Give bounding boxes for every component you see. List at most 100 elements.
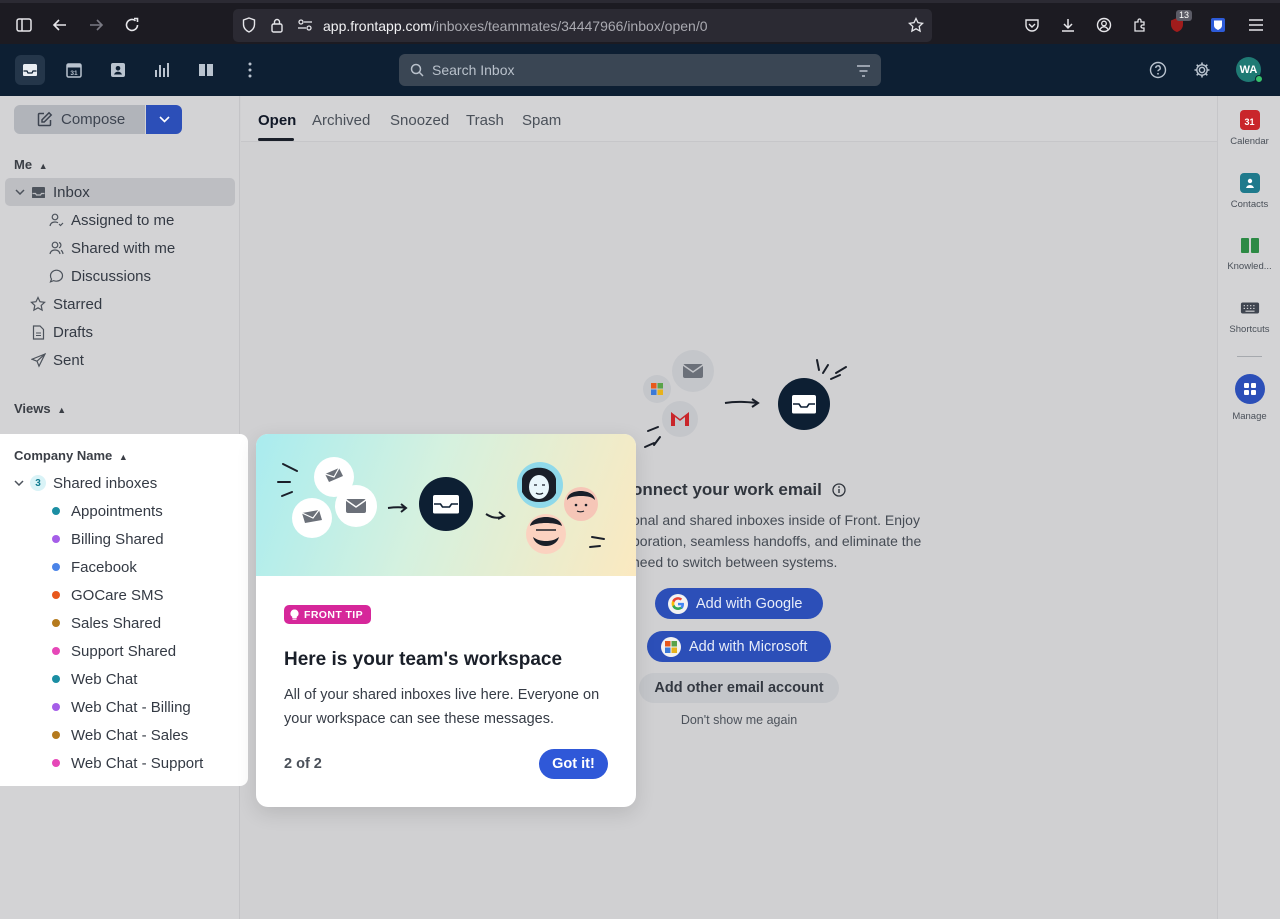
shared-inbox-item[interactable]: Support Shared <box>0 637 248 665</box>
shield-icon[interactable] <box>237 13 261 37</box>
contacts-nav-icon[interactable] <box>103 55 133 85</box>
chevron-down-icon[interactable] <box>12 184 28 200</box>
forward-arrow-icon[interactable] <box>84 13 108 37</box>
inbox-color-dot <box>52 619 60 627</box>
caret-up-icon: ▲ <box>57 405 67 415</box>
lock-icon[interactable] <box>265 13 289 37</box>
tab-open[interactable]: Open <box>258 112 297 129</box>
address-bar[interactable]: app.frontapp.com/inboxes/teammates/34447… <box>233 9 932 42</box>
settings-gear-icon[interactable] <box>1187 55 1217 85</box>
paper-plane-icon <box>30 352 46 368</box>
calendar-day-number: 31 <box>1244 117 1255 127</box>
shared-inboxes-group[interactable]: 3 Shared inboxes <box>0 469 248 497</box>
tip-title: Here is your team's workspace <box>284 649 563 670</box>
rail-manage[interactable]: Manage <box>1218 374 1280 422</box>
section-me[interactable]: Me ▲ <box>14 157 48 172</box>
site-permissions-icon[interactable] <box>293 13 317 37</box>
add-other-email-label: Add other email account <box>654 680 824 696</box>
user-avatar[interactable]: WA <box>1236 57 1263 83</box>
section-views[interactable]: Views ▲ <box>14 401 66 416</box>
shared-inbox-item[interactable]: Appointments <box>0 497 248 525</box>
rail-knowledge[interactable]: Knowled... <box>1218 235 1280 272</box>
sidebar-item-starred[interactable]: Starred <box>0 290 240 318</box>
compose-pencil-icon <box>36 111 53 128</box>
knowledge-base-nav-icon[interactable] <box>191 55 221 85</box>
sidebar-item-assigned-to-me[interactable]: Assigned to me <box>0 206 240 234</box>
tab-snoozed[interactable]: Snoozed <box>390 112 450 129</box>
right-app-rail: 31 Calendar Contacts Knowled... Shortcut… <box>1217 96 1280 919</box>
shared-inbox-item[interactable]: Billing Shared <box>0 525 248 553</box>
sidebar-item-discussions[interactable]: Discussions <box>0 262 240 290</box>
sidebar-item-label: Sent <box>53 351 84 369</box>
shared-inbox-label: Support Shared <box>71 642 177 660</box>
extensions-puzzle-icon[interactable] <box>1128 13 1152 37</box>
shared-inbox-item[interactable]: GOCare SMS <box>0 581 248 609</box>
bitwarden-extension-icon[interactable] <box>1206 13 1230 37</box>
pocket-icon[interactable] <box>1020 13 1044 37</box>
add-with-google-button[interactable]: Add with Google <box>655 588 823 619</box>
shared-inbox-item[interactable]: Sales Shared <box>0 609 248 637</box>
info-icon[interactable] <box>831 482 846 502</box>
inbox-nav-icon[interactable] <box>15 55 45 85</box>
lightbulb-icon <box>290 609 299 620</box>
avatar-initials: WA <box>1239 63 1258 76</box>
add-with-microsoft-button[interactable]: Add with Microsoft <box>647 631 831 662</box>
dont-show-again-link[interactable]: Don't show me again <box>680 713 798 727</box>
inbox-color-dot <box>52 731 60 739</box>
shared-inbox-item[interactable]: Facebook <box>0 553 248 581</box>
add-with-microsoft-label: Add with Microsoft <box>689 638 808 655</box>
sidebar-item-shared-with-me[interactable]: Shared with me <box>0 234 240 262</box>
tip-body: All of your shared inboxes live here. Ev… <box>284 687 600 727</box>
shared-inbox-item[interactable]: Web Chat <box>0 665 248 693</box>
section-company[interactable]: Company Name ▲ <box>14 448 128 463</box>
compose-dropdown-button[interactable] <box>146 105 182 134</box>
front-tip-popover: FRONT TIP Here is your team's workspace … <box>256 434 636 807</box>
shared-inbox-item[interactable]: Web Chat - Support <box>0 749 248 777</box>
rail-contacts[interactable]: Contacts <box>1218 173 1280 210</box>
section-views-label: Views <box>14 401 51 416</box>
got-it-button[interactable]: Got it! <box>539 749 608 779</box>
back-arrow-icon[interactable] <box>48 13 72 37</box>
draft-document-icon <box>30 324 46 340</box>
help-icon[interactable] <box>1143 55 1173 85</box>
sidebar-item-sent[interactable]: Sent <box>0 346 240 374</box>
rail-shortcuts[interactable]: Shortcuts <box>1218 298 1280 335</box>
tab-spam[interactable]: Spam <box>522 112 562 129</box>
google-logo-icon <box>668 593 688 614</box>
inbox-tray-icon <box>30 184 46 200</box>
add-other-email-account-button[interactable]: Add other email account <box>639 673 839 703</box>
calendar-nav-icon[interactable]: 31 <box>59 55 89 85</box>
rail-label: Manage <box>1232 411 1267 422</box>
sidebar-item-drafts[interactable]: Drafts <box>0 318 240 346</box>
bookmark-star-icon[interactable] <box>904 13 928 37</box>
sidebar-item-label: Shared with me <box>71 239 176 257</box>
reload-icon[interactable] <box>120 13 144 37</box>
shared-inbox-label: Web Chat <box>71 670 138 688</box>
description-line: need to switch between systems. <box>632 554 838 570</box>
account-icon[interactable] <box>1092 13 1116 37</box>
shared-inbox-label: Billing Shared <box>71 530 164 548</box>
analytics-nav-icon[interactable] <box>147 55 177 85</box>
ublock-extension-icon[interactable] <box>1165 13 1189 37</box>
caret-up-icon: ▲ <box>118 452 128 462</box>
shared-inbox-item[interactable]: Web Chat - Billing <box>0 693 248 721</box>
sidebar-item-inbox[interactable]: Inbox <box>5 178 235 206</box>
rail-calendar[interactable]: 31 Calendar <box>1218 110 1280 147</box>
add-with-google-label: Add with Google <box>696 595 803 612</box>
calendar-icon: 31 <box>1239 110 1260 130</box>
shared-inbox-label: Sales Shared <box>71 614 162 632</box>
filter-icon[interactable] <box>856 64 871 82</box>
hamburger-menu-icon[interactable] <box>1244 13 1268 37</box>
chevron-down-icon[interactable] <box>11 475 27 491</box>
shared-users-icon <box>48 240 64 256</box>
inbox-color-dot <box>52 563 60 571</box>
shared-inbox-item[interactable]: Web Chat - Sales <box>0 721 248 749</box>
compose-button[interactable]: Compose <box>14 105 145 134</box>
app-header: 31 Search Inbox WA <box>0 44 1280 96</box>
download-icon[interactable] <box>1056 13 1080 37</box>
tab-trash[interactable]: Trash <box>466 112 504 129</box>
more-vertical-icon[interactable] <box>235 55 265 85</box>
search-input[interactable]: Search Inbox <box>399 54 881 86</box>
tab-archived[interactable]: Archived <box>312 112 371 129</box>
sidebar-toggle-icon[interactable] <box>12 13 36 37</box>
